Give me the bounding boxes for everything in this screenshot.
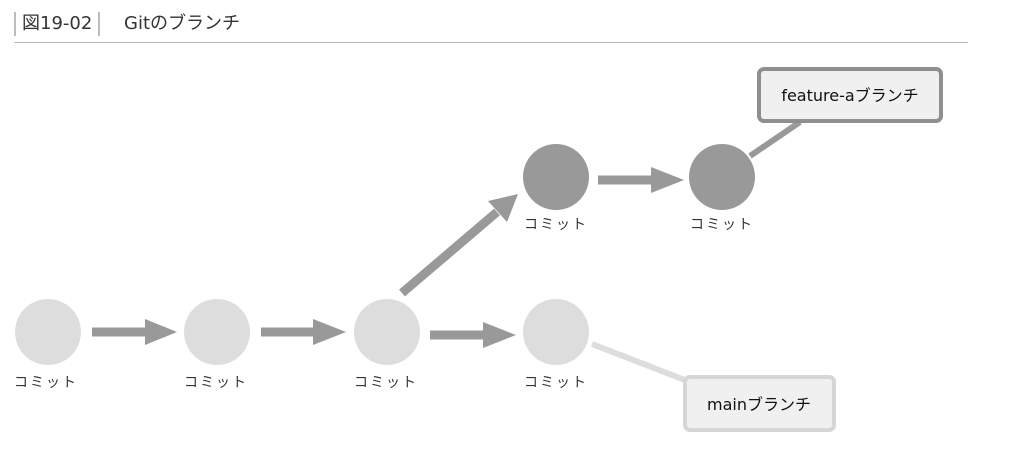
main-commit-2 — [184, 299, 250, 365]
feature-commit-2 — [689, 144, 755, 210]
commit-label-feature-2: コミット — [690, 217, 754, 233]
figure-number: 図19-02 — [14, 12, 101, 36]
main-commit-1 — [15, 299, 81, 365]
main-branch-label-text: mainブランチ — [707, 395, 811, 414]
main-branch-label: mainブランチ — [683, 375, 836, 432]
arrow-branch-diagonal — [399, 194, 518, 297]
main-branch-connector — [590, 341, 692, 385]
feature-branch-connector — [748, 119, 802, 159]
feature-branch-label-text: feature-aブランチ — [781, 86, 918, 105]
main-commit-3 — [354, 299, 420, 365]
commit-label-main-4: コミット — [524, 375, 588, 391]
arrow-main-3 — [430, 322, 516, 348]
feature-branch-label: feature-aブランチ — [757, 67, 943, 123]
main-commit-4 — [523, 299, 589, 365]
arrow-feature-1 — [598, 167, 684, 193]
arrow-main-1 — [92, 319, 177, 345]
commit-label-main-2: コミット — [184, 375, 248, 391]
commit-label-main-3: コミット — [354, 375, 418, 391]
arrow-main-2 — [261, 319, 346, 345]
figure-title: Gitのブランチ — [124, 13, 241, 34]
commit-label-main-1: コミット — [14, 375, 78, 391]
feature-commit-1 — [523, 144, 589, 210]
commit-label-feature-1: コミット — [524, 217, 588, 233]
figure-header: 図19-02 Gitのブランチ — [14, 10, 968, 43]
